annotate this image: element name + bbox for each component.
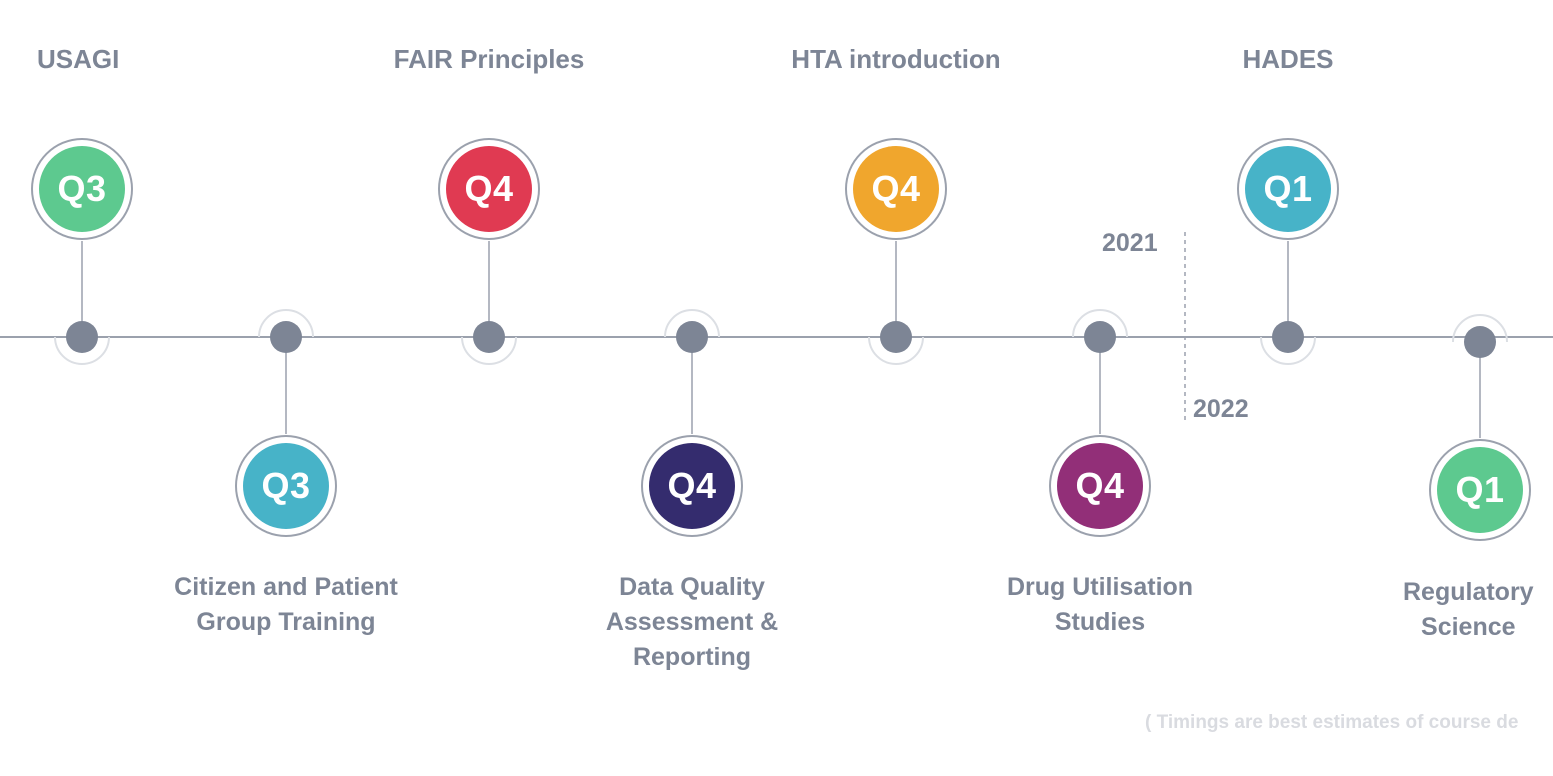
milestone-title: HADES (1242, 44, 1334, 74)
quarter-badge: Q4 (853, 146, 939, 232)
quarter-badge: Q3 (243, 443, 329, 529)
milestone-dot (1084, 321, 1116, 353)
milestone-halo (868, 336, 924, 365)
quarter-badge: Q1 (1437, 447, 1523, 533)
milestone-dot (270, 321, 302, 353)
quarter-badge: Q4 (1057, 443, 1143, 529)
milestone-title: HTA introduction (791, 44, 1001, 74)
milestone-halo (1260, 336, 1316, 365)
quarter-badge: Q1 (1245, 146, 1331, 232)
milestone-dot (676, 321, 708, 353)
milestone-halo (664, 309, 720, 338)
milestone-halo (54, 336, 110, 365)
milestone-halo (258, 309, 314, 338)
year-label-2022: 2022 (1193, 395, 1249, 423)
quarter-badge: Q4 (649, 443, 735, 529)
year-label-2021: 2021 (1102, 229, 1158, 257)
milestone-dot (1464, 326, 1496, 358)
quarter-badge: Q3 (39, 146, 125, 232)
milestone-halo (1072, 309, 1128, 338)
timing-note: ( Timings are best estimates of course d… (1145, 712, 1519, 733)
milestone-dot (66, 321, 98, 353)
quarter-badge: Q4 (446, 146, 532, 232)
milestone-dot (880, 321, 912, 353)
milestone-halo (461, 336, 517, 365)
milestone-dot (1272, 321, 1304, 353)
milestone-title: FAIR Principles (393, 44, 585, 74)
milestone-dot (473, 321, 505, 353)
milestone-halo (1452, 314, 1508, 343)
milestone-title: USAGI (37, 44, 120, 74)
